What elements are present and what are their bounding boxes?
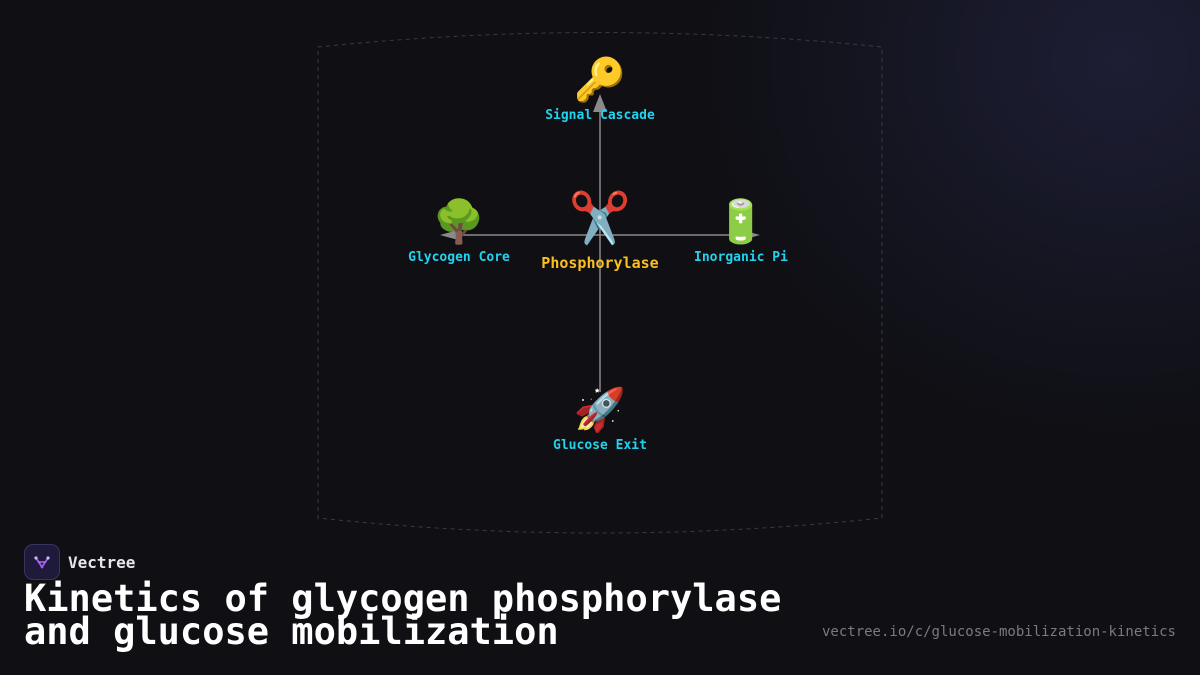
node-signal-cascade[interactable]: 🔑 Signal Cascade (510, 55, 690, 124)
tree-icon: 🌳 (432, 197, 486, 246)
node-inorganic-pi[interactable]: 🔋 Inorganic Pi (651, 197, 831, 266)
battery-icon: 🔋 (714, 197, 768, 246)
node-label: Glucose Exit (553, 438, 647, 453)
node-glycogen-core[interactable]: 🌳 Glycogen Core (369, 197, 549, 266)
frame-outline (317, 32, 883, 534)
scissors-icon: ✂️ (568, 189, 632, 247)
arrowhead-right (742, 230, 760, 240)
page-title: Kinetics of glycogen phosphorylase and g… (24, 577, 782, 653)
rocket-icon: 🚀 (573, 385, 627, 434)
node-glucose-exit[interactable]: 🚀 Glucose Exit (510, 385, 690, 454)
node-label: Glycogen Core (408, 250, 510, 265)
node-phosphorylase[interactable]: ✂️ Phosphorylase (510, 190, 690, 272)
key-icon: 🔑 (573, 55, 627, 104)
brand[interactable]: Vectree (24, 544, 135, 580)
arrowhead-left (440, 230, 458, 240)
page-url[interactable]: vectree.io/c/glucose-mobilization-kineti… (821, 624, 1176, 640)
node-label: Signal Cascade (545, 108, 655, 123)
brand-name: Vectree (68, 552, 136, 572)
center-label: Phosphorylase (541, 254, 659, 272)
node-label: Inorganic Pi (694, 250, 788, 265)
arrowhead-top (593, 94, 607, 112)
vectree-logo-icon (24, 544, 60, 580)
